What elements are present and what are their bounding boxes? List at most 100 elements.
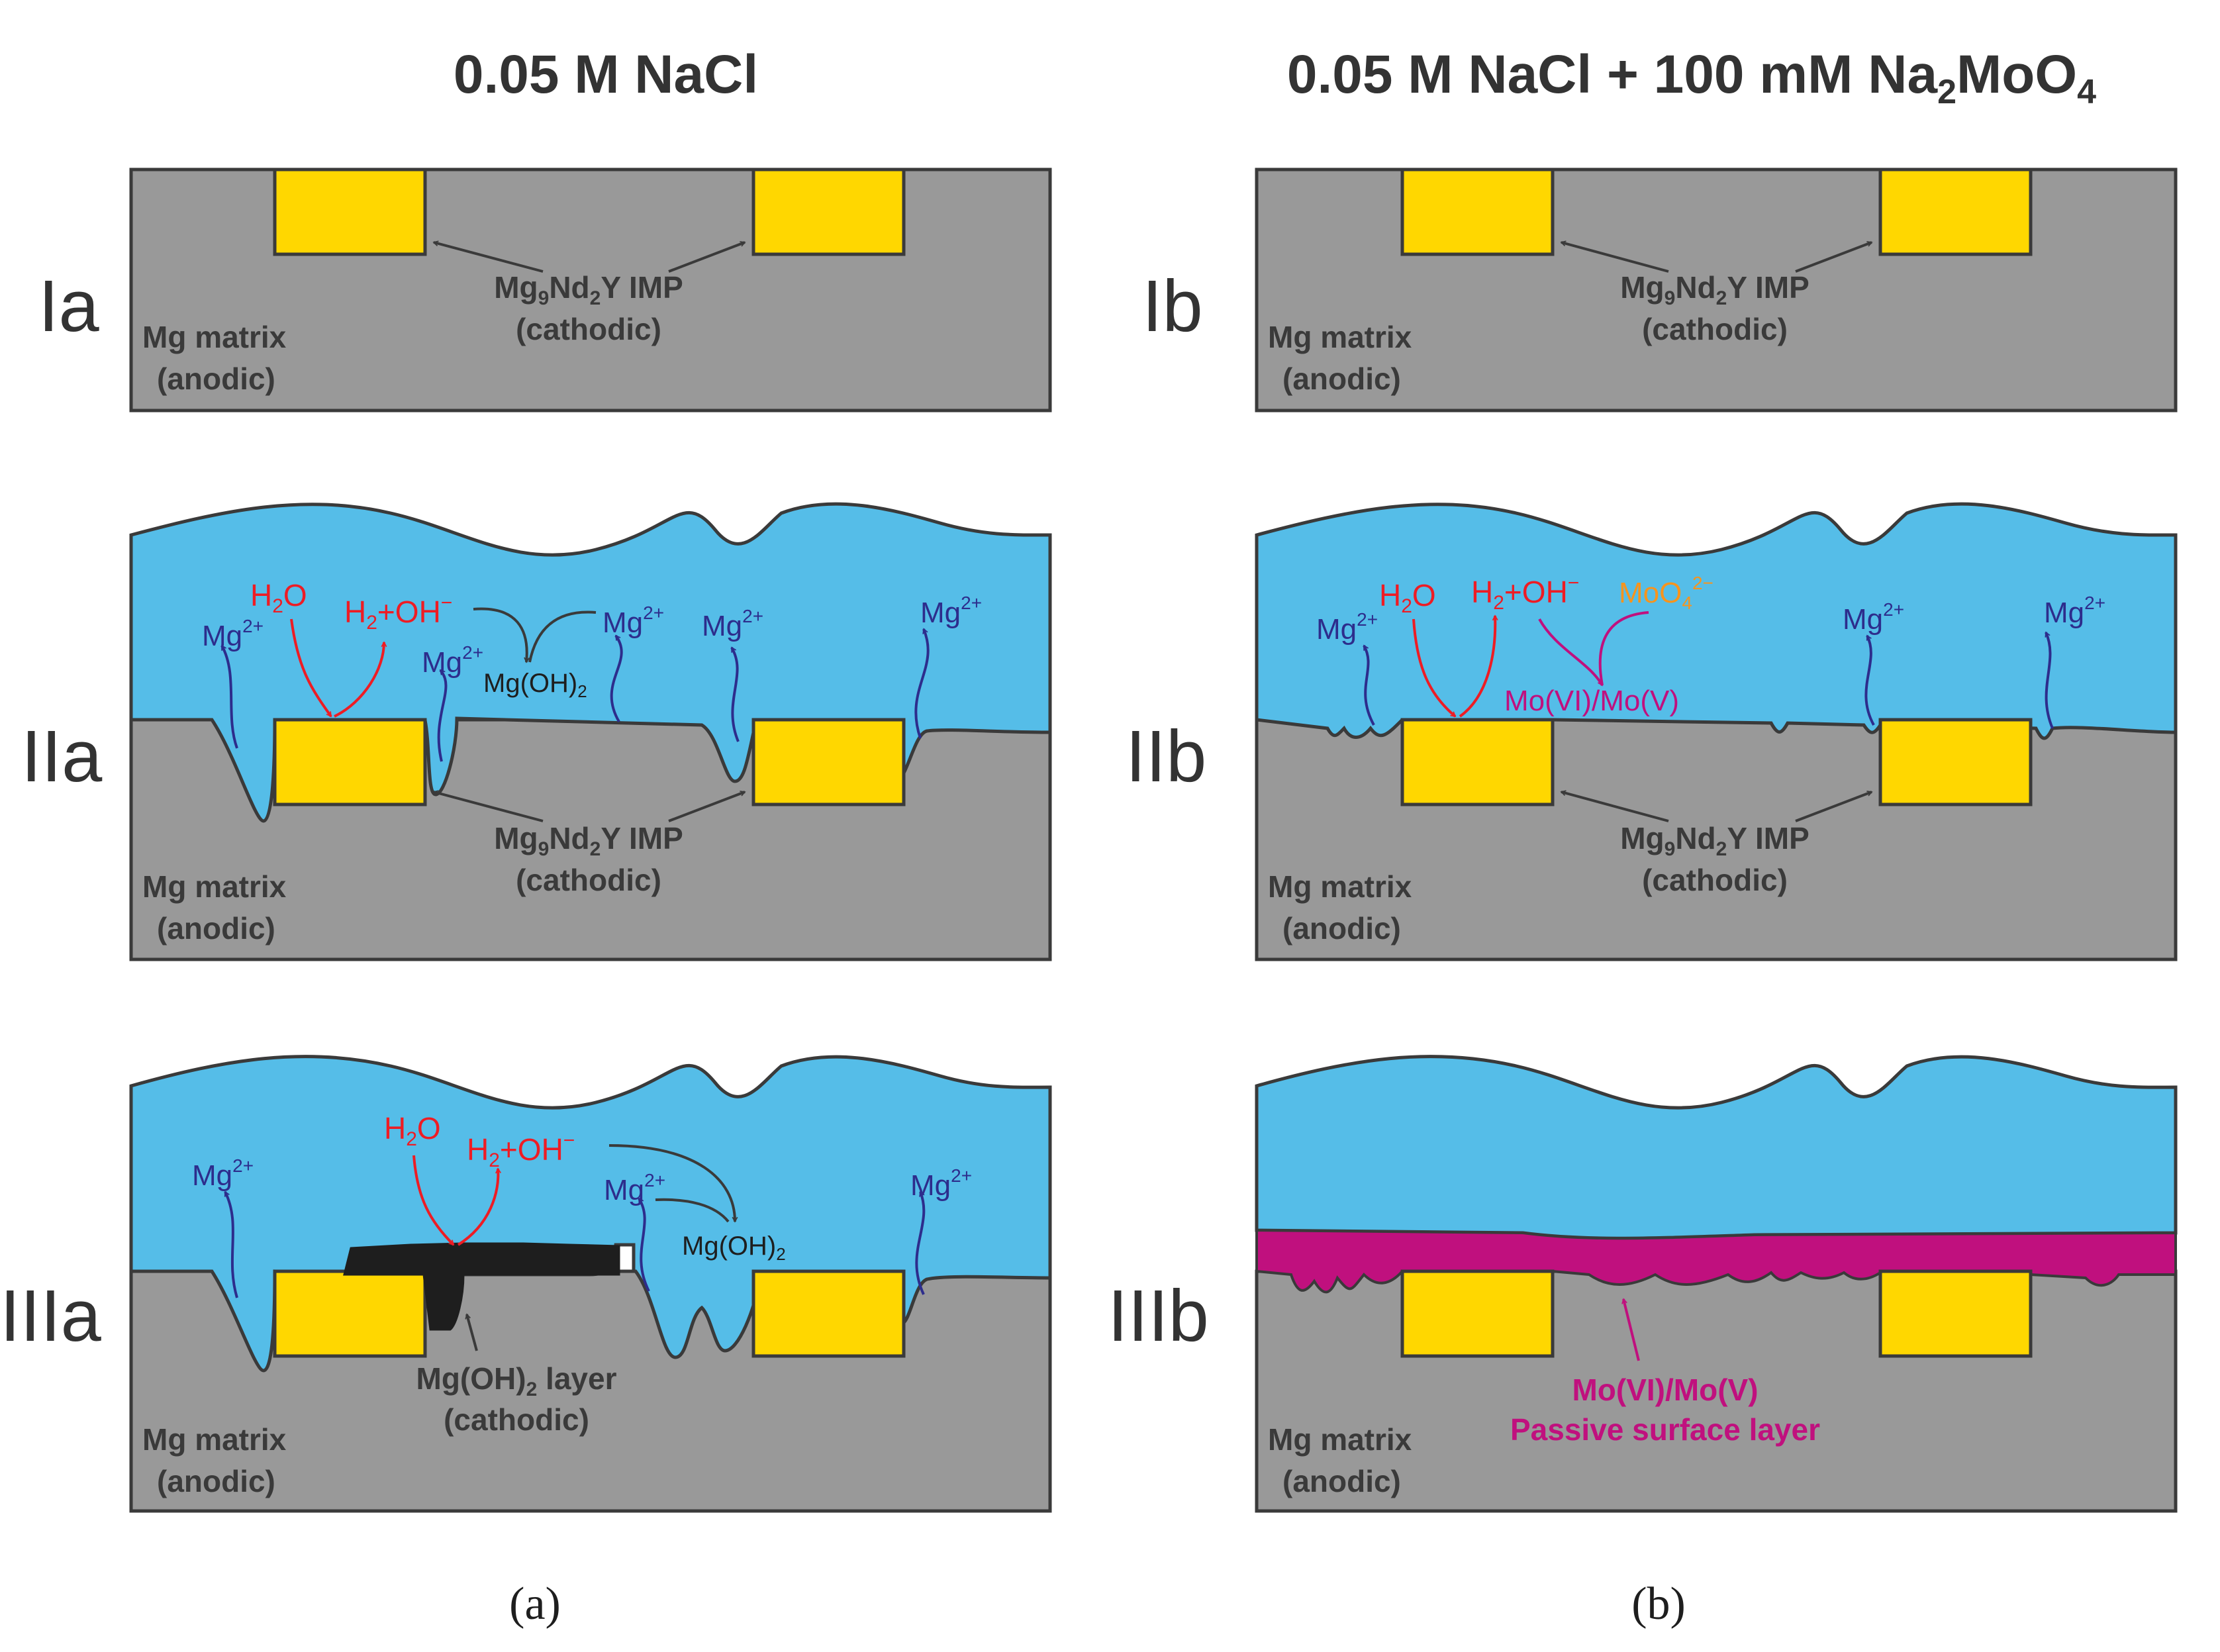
mg-to-mgoh-arrow (655, 1198, 730, 1223)
mg-ion-arrow (1363, 646, 1375, 726)
mg-ion-arrow (1864, 636, 1875, 726)
mg-ion-label: Mg2+ (202, 616, 264, 652)
panel-label-iia: IIa (21, 716, 103, 797)
mg-ion-label: Mg2+ (603, 603, 664, 639)
cathodic-label: (cathodic) (1642, 312, 1788, 346)
mg-ion-label: Mg2+ (1843, 599, 1904, 636)
imp-arrow-right (668, 792, 745, 822)
cathodic-label: (cathodic) (516, 312, 661, 346)
matrix-label: Mg matrix (142, 869, 287, 904)
panel-iia: Mg2+ Mg2+ Mg2+ Mg2+ Mg2+ H2O H2+OH− Mg(O… (129, 502, 1052, 961)
imp-particle (751, 718, 906, 806)
imp-arrow-left (434, 242, 544, 273)
title-left: 0.05 M NaCl (454, 44, 758, 105)
panel-label-iiia: IIIa (0, 1275, 102, 1357)
mg-ion-label: Mg2+ (920, 593, 982, 629)
caption-b: (b) (1631, 1579, 1686, 1629)
mgoh-layer (343, 1242, 620, 1331)
imp-particle (751, 168, 906, 256)
h2-oh-label: H2+OH− (1471, 572, 1579, 614)
imp-label: Mg9Nd2Y IMP (494, 270, 683, 309)
h2-oh-label: H2+OH− (344, 592, 452, 634)
mg-ion-arrow (914, 629, 930, 739)
h2-oh-arrow (1459, 616, 1495, 718)
imp-arrow-right (668, 242, 745, 273)
mg-ion-arrow (224, 1192, 238, 1298)
h2-oh-arrow (457, 1169, 498, 1246)
imp-particle (1878, 168, 2033, 256)
h2o-label: H2O (384, 1111, 441, 1150)
matrix-label: Mg matrix (1268, 320, 1412, 354)
layer-arrow (467, 1314, 478, 1351)
matrix-label: Mg matrix (142, 1422, 287, 1457)
matrix-label: Mg matrix (1268, 1422, 1412, 1457)
mg-ion-arrow (2045, 632, 2054, 729)
imp-particle (1400, 168, 1555, 256)
mg-ion-arrow (220, 646, 238, 749)
imp-arrow-right (1795, 792, 1872, 822)
imp-arrow-left (1561, 792, 1669, 822)
imp-particle (1878, 718, 2033, 806)
anodic-label: (anodic) (157, 1464, 275, 1498)
molybdate-label: MoO42− (1619, 573, 1713, 613)
mg-ion-label: Mg2+ (604, 1170, 665, 1206)
h2o-arrow (290, 618, 332, 716)
matrix-label: Mg matrix (1268, 869, 1412, 904)
cathodic-label: (cathodic) (1642, 863, 1788, 897)
mo-label: Mo(VI)/Mo(V) (1572, 1373, 1758, 1407)
imp-particle (273, 168, 427, 256)
imp-particle (751, 1269, 906, 1358)
mg-ion-label: Mg2+ (910, 1165, 972, 1202)
electrolyte (129, 502, 1052, 823)
mg-ion-label: Mg2+ (422, 642, 483, 679)
panel-ia: Mg9Nd2Y IMP (cathodic) Mg matrix (anodic… (129, 168, 1052, 413)
oh-to-mo-arrow (1538, 618, 1604, 685)
imp-particle (1878, 1269, 2033, 1358)
passive-layer-arrow (1623, 1299, 1640, 1361)
panel-label-iib: IIb (1126, 716, 1206, 797)
cathodic-label: (cathodic) (516, 863, 661, 897)
panel-iiib: Mo(VI)/Mo(V) Passive surface layer Mg ma… (1255, 1055, 2178, 1513)
mgoh-layer-label: Mg(OH)2 layer (416, 1361, 617, 1400)
imp-arrow-left (434, 792, 544, 822)
h2-oh-arrow (334, 642, 384, 718)
panel-label-ia: Ia (38, 266, 100, 347)
passive-layer-label: Passive surface layer (1510, 1412, 1820, 1447)
imp-label: Mg9Nd2Y IMP (494, 821, 683, 860)
anodic-label: (anodic) (157, 362, 275, 396)
title-right: 0.05 M NaCl + 100 mM Na2MoO4 (1287, 44, 2096, 111)
oh-to-mgoh-arrow (608, 1144, 735, 1222)
matrix-label: Mg matrix (142, 320, 287, 354)
caption-a: (a) (509, 1579, 561, 1629)
imp-arrow-left (1561, 242, 1669, 273)
mg-ion-label: Mg2+ (2044, 593, 2105, 629)
h2-oh-label: H2+OH− (467, 1130, 575, 1171)
mg-ion-arrow (437, 669, 448, 762)
h2o-label: H2O (1379, 578, 1436, 617)
imp-particle (1400, 1269, 1555, 1358)
moo-to-mo-arrow (1598, 611, 1649, 686)
passive-layer (1255, 1228, 2177, 1294)
anodic-label: (anodic) (157, 911, 275, 946)
mg-ion-label: Mg2+ (1316, 609, 1378, 646)
imp-particle (1400, 718, 1555, 806)
panel-ib: Mg9Nd2Y IMP (cathodic) Mg matrix (anodic… (1255, 168, 2178, 413)
h2o-arrow (1412, 618, 1455, 718)
h2o-arrow (412, 1155, 455, 1246)
imp-particle (273, 1269, 427, 1358)
mgoh-label: Mg(OH)2 (682, 1232, 786, 1264)
electrolyte (1255, 1055, 2178, 1240)
electrolyte (1255, 502, 2178, 740)
imp-label: Mg9Nd2Y IMP (1620, 270, 1810, 309)
panel-iiia: Mg2+ Mg2+ Mg2+ H2O H2+OH− Mg(OH)2 Mg(OH)… (129, 1055, 1052, 1513)
mg-ion-arrow (915, 1192, 926, 1295)
mg-to-mgoh-arrow (528, 610, 597, 663)
imp-particle (273, 718, 427, 806)
mg-ion-arrow (610, 636, 623, 723)
anodic-label: (anodic) (1282, 1464, 1401, 1498)
imp-arrow-right (1795, 242, 1872, 273)
cathodic-label: (cathodic) (444, 1402, 589, 1437)
h2o-label: H2O (250, 578, 307, 617)
panel-label-ib: Ib (1142, 266, 1203, 347)
